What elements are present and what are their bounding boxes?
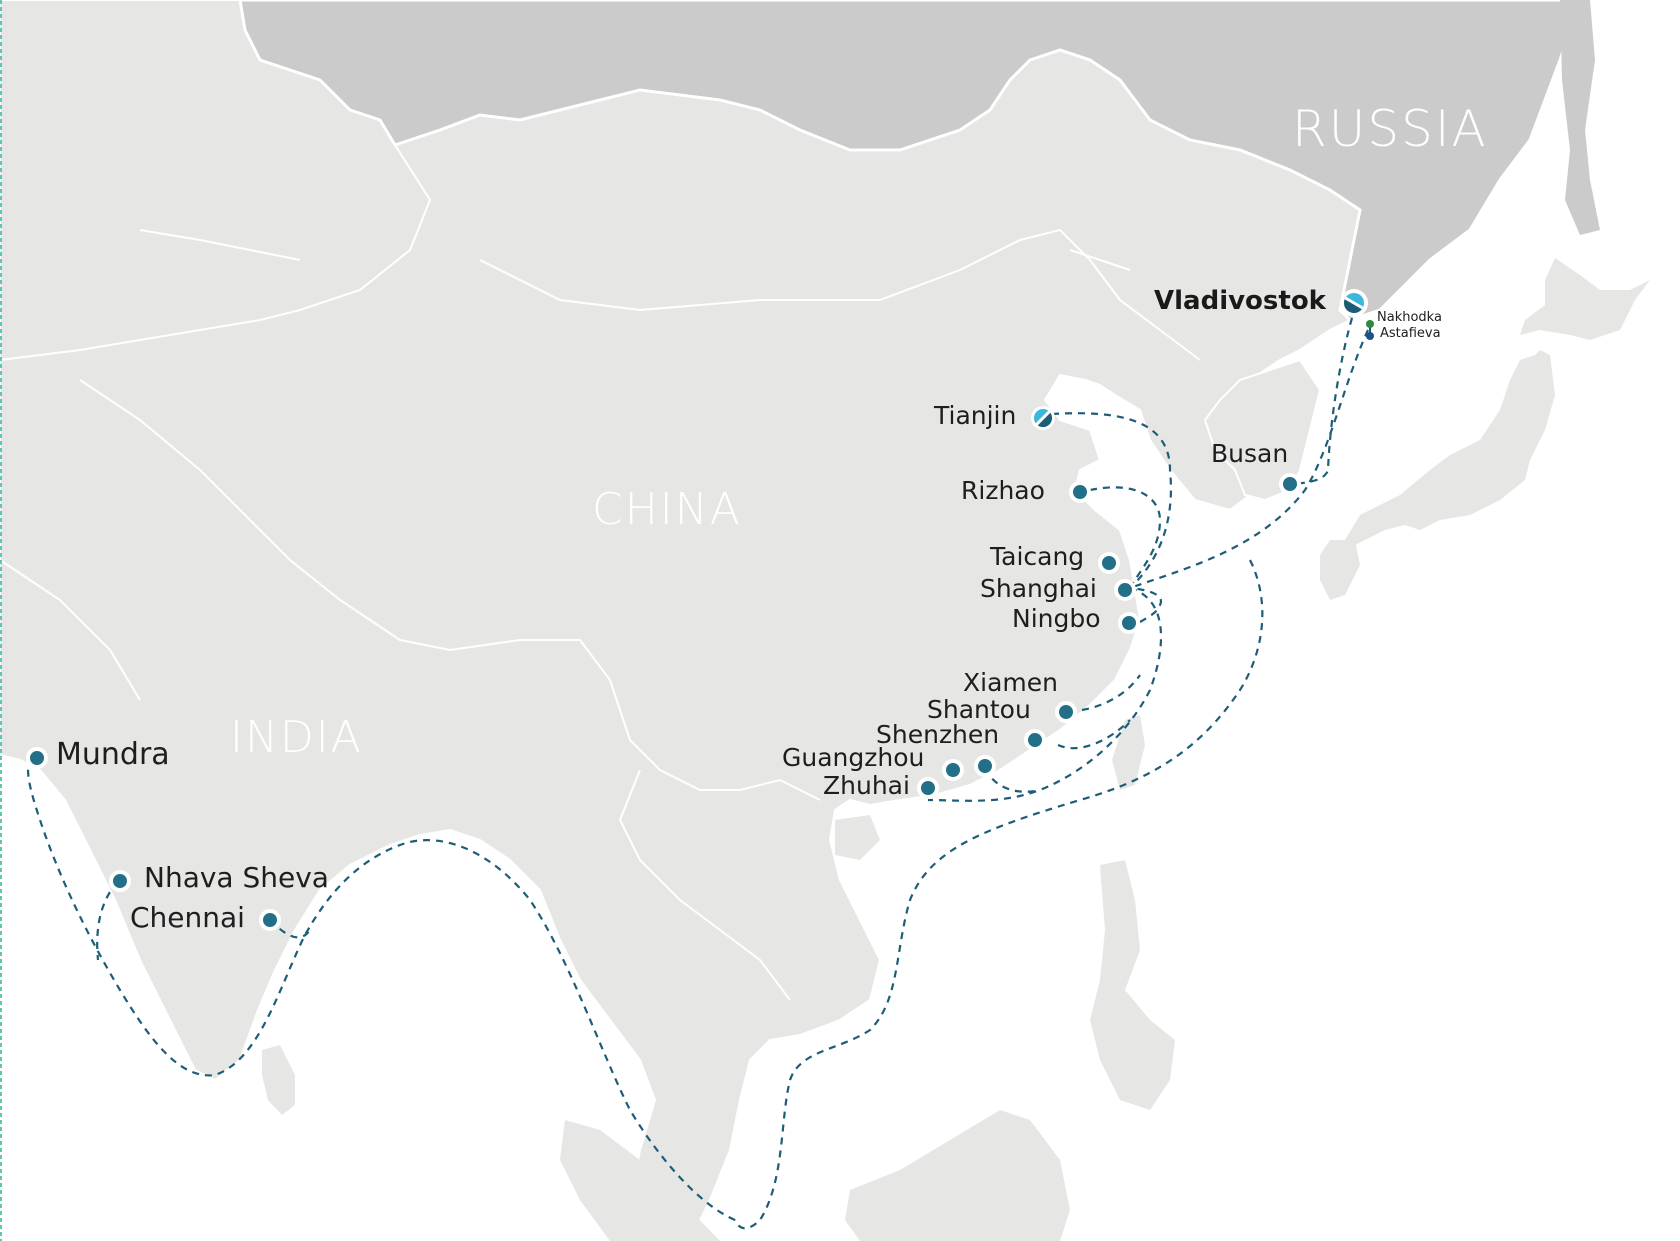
land-borneo	[845, 1110, 1070, 1241]
port-dot-rizhao	[1069, 481, 1091, 503]
astafieva-dot	[1366, 332, 1374, 340]
port-label-zhuhai: Zhuhai	[823, 771, 910, 800]
land-korea	[1203, 358, 1322, 502]
hub-terminal-icon	[1340, 289, 1368, 317]
route-singapore-india	[26, 759, 736, 1222]
port-label-astafieva: Astafieva	[1380, 326, 1441, 341]
port-label-shanghai: Shanghai	[980, 574, 1097, 603]
route-transpacific-south	[733, 559, 1264, 1230]
port-label-taicang: Taicang	[990, 542, 1085, 571]
tianjin-terminal-icon	[1031, 406, 1055, 430]
port-label-xiamen: Xiamen	[963, 668, 1058, 697]
route-vladivostok-shanghai	[1129, 329, 1369, 590]
port-label-tianjin: Tianjin	[934, 401, 1017, 430]
port-label-mundra: Mundra	[56, 737, 170, 772]
port-label-busan: Busan	[1211, 439, 1289, 468]
nakhodka-dot	[1366, 320, 1374, 328]
route-nhava-sheva	[96, 881, 119, 961]
port-dot-shanghai	[1114, 579, 1136, 601]
left-edge-dashed-line	[0, 0, 2, 1241]
port-dot-shantou	[1024, 729, 1046, 751]
port-dot-taicang	[1098, 552, 1120, 574]
port-dot-mundra	[26, 747, 48, 769]
port-dot-busan	[1279, 473, 1301, 495]
land-philippines	[1090, 860, 1175, 1110]
port-dot-xiamen	[1055, 701, 1077, 723]
port-label-nhava-sheva: Nhava Sheva	[144, 861, 329, 894]
port-dot-zhuhai	[917, 777, 939, 799]
route-shanghai-south	[927, 586, 1163, 802]
route-vladivostok-busan	[1289, 317, 1354, 486]
port-label-rizhao: Rizhao	[961, 476, 1045, 505]
port-dot-nhava-sheva	[109, 870, 131, 892]
port-dot-ningbo	[1118, 612, 1140, 634]
port-label-shantou: Shantou	[927, 695, 1031, 724]
country-label-china: CHINA	[592, 484, 742, 535]
port-label-shenzhen: Shenzhen	[876, 720, 1000, 749]
port-label-nakhodka: Nakhodka	[1377, 310, 1442, 325]
route-shantou	[1057, 719, 1131, 750]
land-sakhalin	[1560, 0, 1600, 235]
land-japan-honshu	[1345, 350, 1555, 545]
port-dot-shenzhen	[974, 755, 996, 777]
route-tianjin	[1051, 412, 1172, 589]
shipping-routes	[26, 317, 1369, 1230]
land-taiwan	[1112, 715, 1145, 790]
port-label-chennai: Chennai	[130, 901, 245, 934]
port-markers	[26, 289, 1374, 931]
country-label-india: INDIA	[230, 712, 363, 763]
country-borders	[0, 144, 1201, 1001]
port-label-ningbo: Ningbo	[1012, 604, 1101, 633]
country-label-russia: RUSSIA	[1292, 100, 1488, 158]
land-russia	[238, 0, 1582, 322]
hub-label-vladivostok: Vladivostok	[1154, 286, 1326, 316]
land-sri-lanka	[262, 1045, 295, 1115]
port-dot-guangzhou	[942, 759, 964, 781]
port-dot-chennai	[259, 909, 281, 931]
land-japan-kyushu	[1320, 540, 1360, 600]
port-label-guangzhou: Guangzhou	[782, 743, 925, 772]
land-japan-hokkaido	[1520, 258, 1650, 340]
land-hainan	[835, 815, 880, 860]
route-ningbo	[1129, 586, 1163, 623]
land-sumatra	[560, 1120, 720, 1241]
